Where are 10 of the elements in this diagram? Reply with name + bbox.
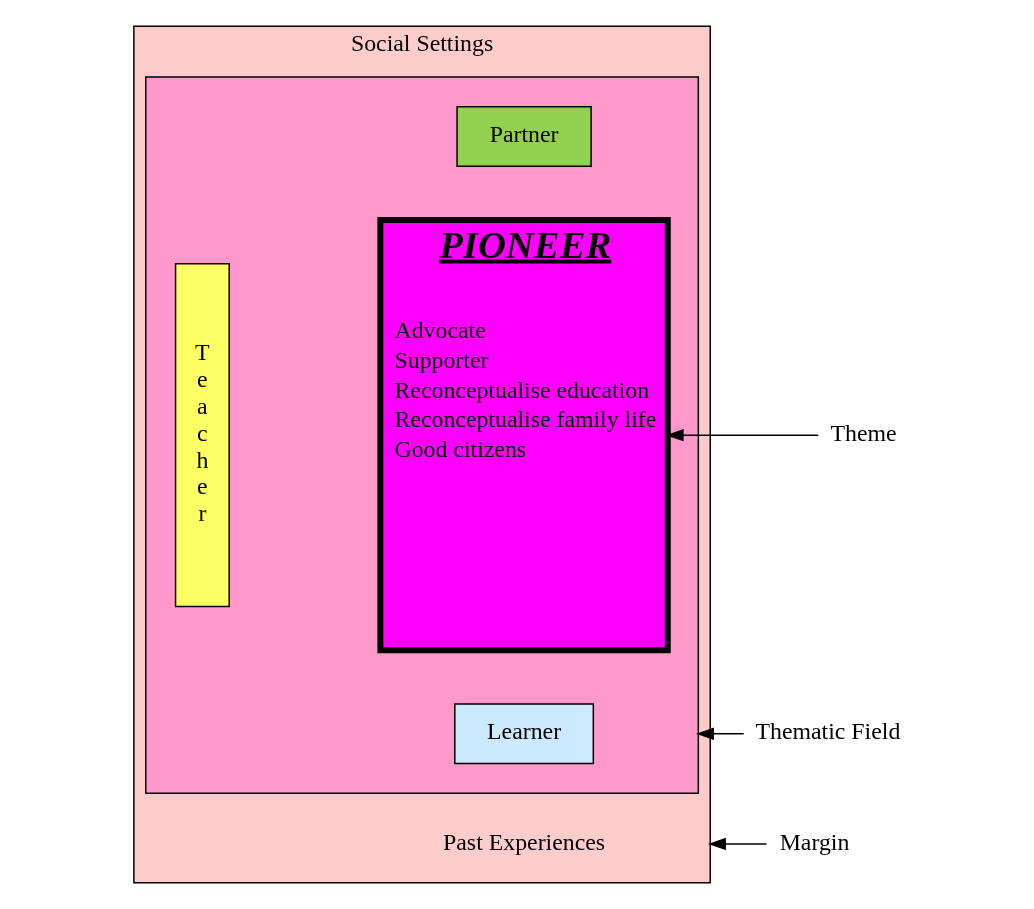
cluster [145,76,700,795]
node-text: Thematic Field [755,718,901,745]
node-box: Teacher [174,263,230,608]
node-box: Learner [454,703,595,765]
node-text: Theme [830,419,897,446]
node-box: Partner [456,106,592,168]
node-text: Margin [779,828,850,855]
node-box: PIONEER Advocate Supporter Reconceptualise education Reconceptualise family life Good citizens [377,216,671,654]
arrow [696,727,745,740]
arrow [708,837,768,851]
